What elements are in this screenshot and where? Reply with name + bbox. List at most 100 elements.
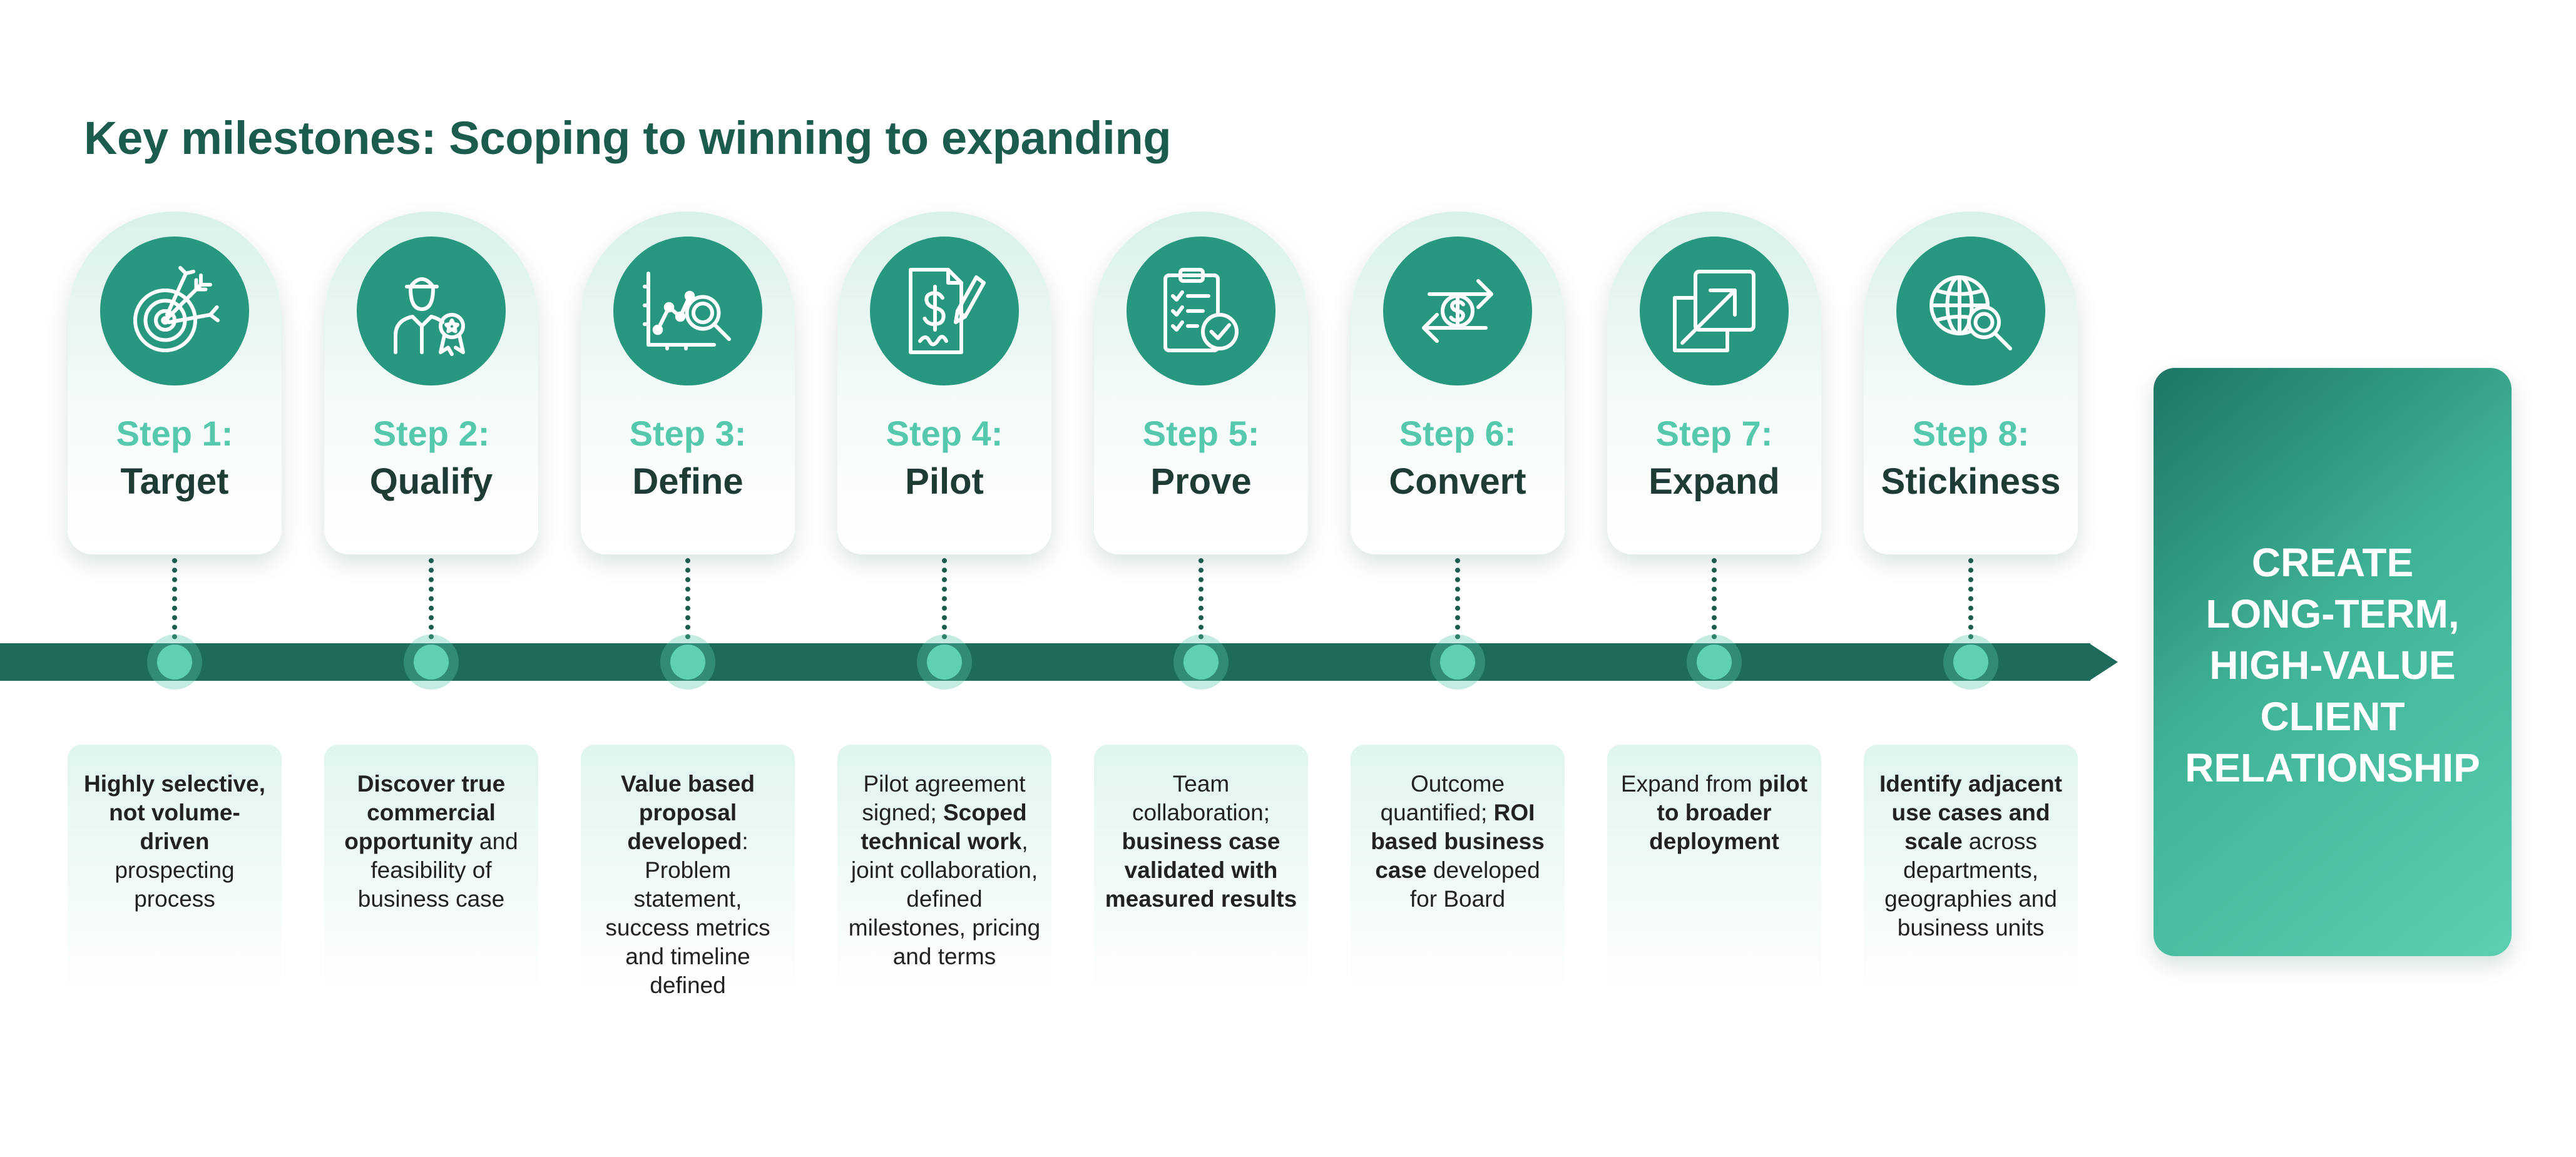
desc-text-bold: Scoped technical work: [861, 800, 1027, 854]
step-card-qualify: Step 2: Qualify: [324, 212, 538, 554]
expand-arrow-icon: [1673, 270, 1756, 352]
desc-text: , joint collaboration, defined milestone…: [848, 828, 1041, 969]
timeline-node: [670, 645, 705, 680]
desc-text: Expand from: [1620, 771, 1759, 797]
connector-dots: [942, 558, 947, 658]
step-name: Define: [632, 461, 744, 502]
desc-text-bold: pilot to broader deployment: [1649, 771, 1808, 854]
step-description-box: Discover true commercial opportunity and…: [324, 745, 538, 996]
contract-pen-icon: [909, 268, 986, 354]
desc-text: and feasibility of business case: [357, 828, 518, 912]
step-description-box: Identify adjacent use cases and scale ac…: [1864, 745, 2078, 996]
timeline-node: [1697, 645, 1732, 680]
clipboard-check-icon: [1163, 268, 1239, 352]
goal-line: CREATE: [2251, 540, 2414, 585]
step-card-prove: Step 5: Prove: [1094, 212, 1308, 554]
step-card-stickiness: Step 8: Stickiness: [1864, 212, 2078, 554]
goal-line: RELATIONSHIP: [2185, 745, 2480, 790]
connector-dots: [685, 558, 690, 658]
step-description-box: Outcome quantified; ROI based business c…: [1351, 745, 1565, 996]
timeline-arrow-head: [2089, 643, 2118, 681]
step-name: Prove: [1150, 461, 1252, 502]
connector-dots: [1455, 558, 1460, 658]
goal-line: HIGH-VALUE: [2209, 643, 2456, 688]
step-description: Value based proposal developed: Problem …: [591, 770, 785, 1000]
connector-dots: [429, 558, 434, 658]
step-name: Convert: [1389, 461, 1526, 502]
step-number: Step 6:: [1399, 414, 1516, 453]
goal-line: CLIENT: [2260, 694, 2405, 739]
icon-circle: [1383, 237, 1532, 385]
connector-dots: [1199, 558, 1204, 658]
step-number: Step 3:: [629, 414, 747, 453]
connector-dots: [1712, 558, 1717, 658]
step-description-box: Highly selective, not volume-driven pros…: [68, 745, 282, 996]
desc-text: Team collaboration;: [1132, 771, 1270, 825]
timeline-node: [414, 645, 449, 680]
step-card-pilot: Step 4: Pilot: [837, 212, 1051, 554]
goal-text: CREATE LONG-TERM, HIGH-VALUE CLIENT RELA…: [2166, 537, 2499, 793]
desc-text-bold: business case validated with measured re…: [1105, 828, 1297, 912]
step-name: Expand: [1648, 461, 1780, 502]
step-number: Step 7:: [1655, 414, 1773, 453]
desc-text-bold: Discover true commercial opportunity: [344, 771, 506, 854]
desc-text-bold: Value based proposal developed: [621, 771, 755, 854]
icon-circle: [1127, 237, 1275, 385]
icon-circle: [1640, 237, 1789, 385]
step-number: Step 8:: [1912, 414, 2030, 453]
desc-text-bold: Identify adjacent use cases and scale: [1879, 771, 2062, 854]
step-name: Stickiness: [1881, 461, 2061, 502]
step-card-convert: Step 6: Convert: [1351, 212, 1565, 554]
step-card-expand: Step 7: Expand: [1607, 212, 1821, 554]
step-description: Outcome quantified; ROI based business c…: [1361, 770, 1555, 914]
timeline-node: [927, 645, 962, 680]
step-description-box: Pilot agreement signed; Scoped technical…: [837, 745, 1051, 996]
step-name: Qualify: [369, 461, 493, 502]
icon-circle: [613, 237, 762, 385]
desc-text: Outcome quantified;: [1380, 771, 1505, 825]
timeline-node: [157, 645, 192, 680]
globe-magnifier-icon: [1929, 275, 2012, 350]
desc-text: across departments, geographies and busi…: [1884, 828, 2057, 940]
connector-dots: [1968, 558, 1973, 658]
chart-magnifier-icon: [643, 272, 731, 350]
desc-text-bold: ROI based business case: [1371, 800, 1545, 883]
icon-circle: [1896, 237, 2045, 385]
step-name: Pilot: [905, 461, 984, 502]
step-description: Pilot agreement signed; Scoped technical…: [847, 770, 1041, 971]
step-description: Discover true commercial opportunity and…: [334, 770, 528, 914]
connector-dots: [172, 558, 177, 658]
person-award-icon: [394, 277, 465, 356]
timeline-node: [1953, 645, 1988, 680]
step-description: Highly selective, not volume-driven pros…: [78, 770, 272, 914]
desc-text-bold: Highly selective, not volume-driven: [84, 771, 265, 854]
step-number: Step 1:: [116, 414, 233, 453]
timeline-bar: [0, 643, 2090, 681]
step-number: Step 2:: [372, 414, 490, 453]
timeline-node: [1440, 645, 1475, 680]
step-card-target: Step 1: Target: [68, 212, 282, 554]
step-card-define: Step 3: Define: [581, 212, 795, 554]
icon-circle: [357, 237, 506, 385]
step-number: Step 5:: [1142, 414, 1260, 453]
goal-line: LONG-TERM,: [2205, 591, 2460, 636]
step-description: Identify adjacent use cases and scale ac…: [1874, 770, 2068, 942]
step-description-box: Expand from pilot to broader deployment: [1607, 745, 1821, 996]
step-description-box: Team collaboration; business case valida…: [1094, 745, 1308, 996]
step-name: Target: [120, 461, 229, 502]
target-arrows-icon: [133, 266, 220, 352]
step-number: Step 4:: [886, 414, 1003, 453]
step-description: Team collaboration; business case valida…: [1104, 770, 1298, 914]
step-description: Expand from pilot to broader deployment: [1617, 770, 1811, 856]
desc-text: developed for Board: [1409, 857, 1540, 912]
dollar-exchange-icon: [1422, 279, 1493, 343]
timeline-node: [1183, 645, 1219, 680]
page-title: Key milestones: Scoping to winning to ex…: [84, 112, 1172, 164]
goal-box: CREATE LONG-TERM, HIGH-VALUE CLIENT RELA…: [2154, 368, 2512, 956]
desc-text: Pilot agreement signed;: [862, 771, 1026, 825]
icon-circle: [100, 237, 249, 385]
icon-circle: [870, 237, 1019, 385]
desc-text: prospecting process: [115, 857, 235, 912]
step-description-box: Value based proposal developed: Problem …: [581, 745, 795, 998]
desc-text: : Problem statement, success metrics and…: [605, 828, 770, 998]
